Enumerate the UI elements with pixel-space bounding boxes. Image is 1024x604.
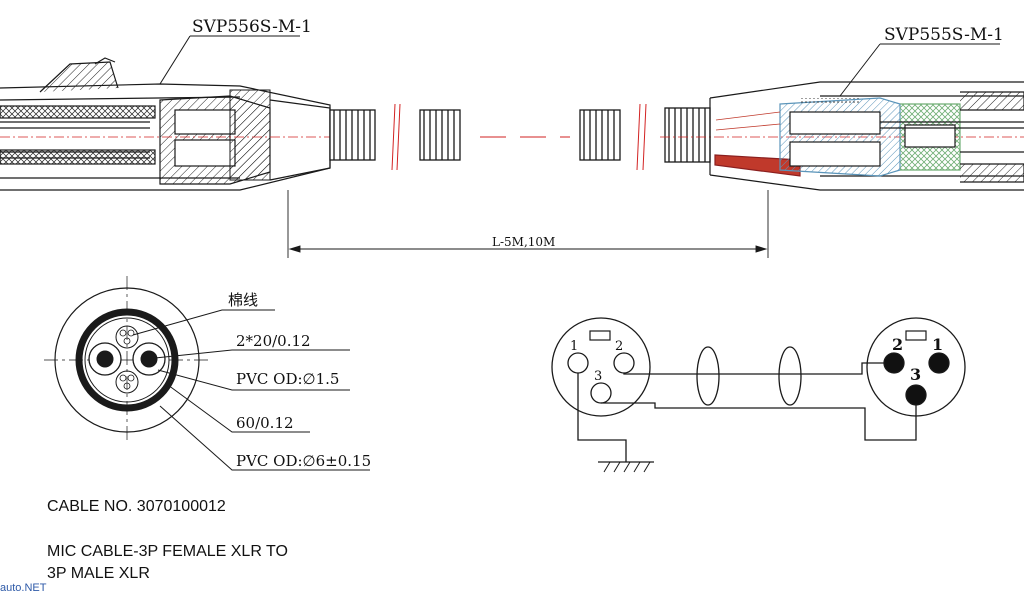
female-pin-2: 2 [615,339,623,354]
label-outer-pvc: PVC OD:∅6±0.15 [236,452,371,470]
male-pin-1: 1 [932,335,943,354]
label-conductor: 2*20/0.12 [236,332,311,350]
part-label-right: SVP555S-M-1 [884,25,1004,45]
strain-relief-coil-left [329,103,461,171]
part-leaders [159,35,1000,97]
female-connector [0,57,331,191]
male-connector [709,81,1024,191]
female-pin-1: 1 [570,339,578,354]
watermark-text: auto.NET [0,582,47,594]
label-cotton: 棉线 [228,291,258,309]
cross-section-leaders [132,309,370,471]
strain-relief-coil-right [579,103,711,171]
label-shield: 60/0.12 [236,414,294,432]
male-pin-2: 2 [892,335,903,354]
caption-title-line2: 3P MALE XLR [47,565,150,582]
label-inner-pvc: PVC OD:∅1.5 [236,370,339,388]
length-label: L-5M,10M [492,235,555,249]
cable-number: CABLE NO. 3070100012 [47,498,226,515]
caption-title-line1: MIC CABLE-3P FEMALE XLR TO [47,543,288,560]
male-pin-3: 3 [910,365,921,384]
part-label-left: SVP556S-M-1 [192,17,312,37]
length-dimension [287,190,769,258]
cable-cross-section [44,276,212,444]
wiring-diagram [551,317,966,473]
female-pin-3: 3 [594,369,602,384]
